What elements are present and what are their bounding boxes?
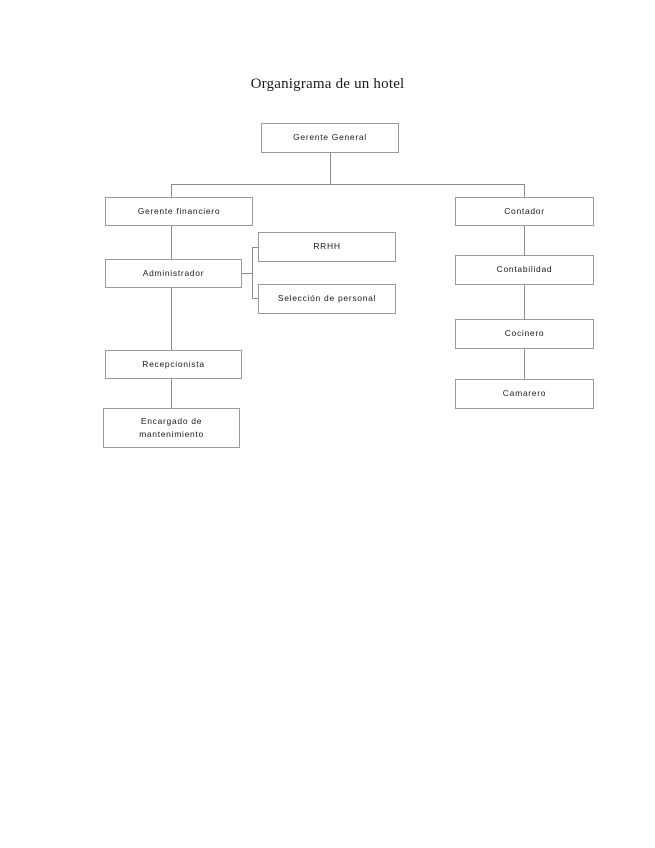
node-label: Contabilidad <box>496 264 553 275</box>
node-administrador[interactable]: Administrador <box>105 259 242 288</box>
node-label-line1: Encargado de <box>140 415 203 426</box>
connector-drop-gerente-financiero <box>171 184 172 197</box>
connector-into-rrhh <box>252 247 259 248</box>
connector-contabilidad-cocinero <box>524 285 525 319</box>
node-seleccion-de-personal[interactable]: Selección de personal <box>258 284 396 314</box>
connector-contador-contabilidad <box>524 226 525 255</box>
node-label: Gerente financiero <box>137 205 221 216</box>
node-label-line2: mantenimiento <box>139 429 204 439</box>
node-label: RRHH <box>313 241 341 252</box>
node-label: Selección de personal <box>277 293 377 304</box>
connector-cocinero-camarero <box>524 349 525 379</box>
node-gerente-general[interactable]: Gerente General <box>261 123 399 153</box>
node-label: Recepcionista <box>142 358 205 369</box>
node-label: Camarero <box>502 388 547 399</box>
connector-administrador-stub <box>242 273 253 274</box>
node-contador[interactable]: Contador <box>455 197 594 226</box>
node-recepcionista[interactable]: Recepcionista <box>105 350 242 379</box>
node-encargado-de-mantenimiento[interactable]: Encargado de mantenimiento <box>103 408 240 448</box>
connector-into-seleccion <box>252 298 259 299</box>
node-contabilidad[interactable]: Contabilidad <box>455 255 594 285</box>
connector-gerente-general-drop <box>330 153 331 184</box>
node-cocinero[interactable]: Cocinero <box>455 319 594 349</box>
node-rrhh[interactable]: RRHH <box>258 232 396 262</box>
node-label: Administrador <box>142 267 205 278</box>
node-gerente-financiero[interactable]: Gerente financiero <box>105 197 253 226</box>
connector-administrador-recepcionista <box>171 288 172 350</box>
node-label: Gerente General <box>293 132 367 143</box>
node-label: Contador <box>504 205 545 216</box>
connector-recepcionista-encargado <box>171 379 172 408</box>
page-title: Organigrama de un hotel <box>250 76 405 92</box>
node-label: Cocinero <box>504 328 545 339</box>
node-camarero[interactable]: Camarero <box>455 379 594 409</box>
connector-level1-bus <box>171 184 525 185</box>
connector-side-bus <box>252 247 253 299</box>
connector-drop-contador <box>524 184 525 197</box>
connector-gerente-financiero-administrador <box>171 226 172 259</box>
